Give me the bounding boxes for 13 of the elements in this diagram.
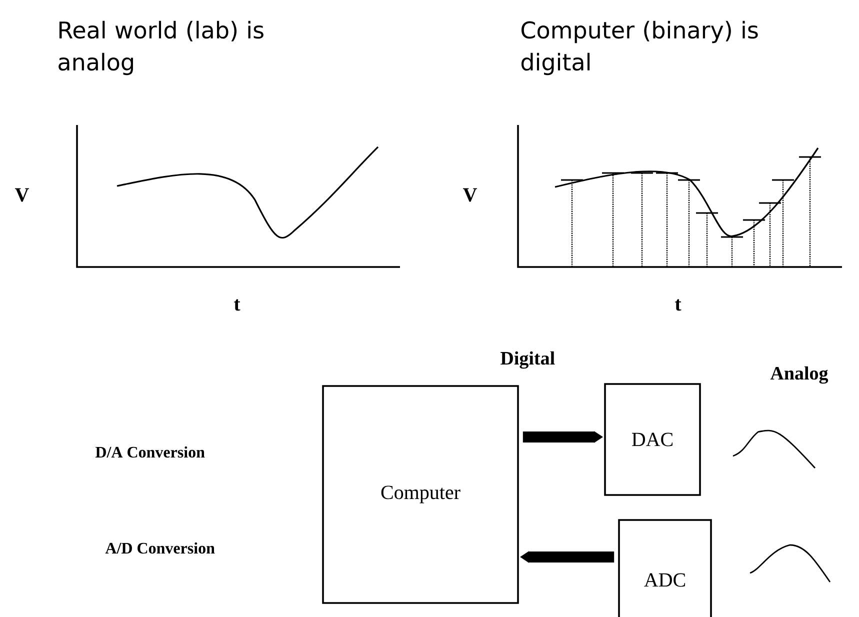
title: Real world (lab) is analog (58, 20, 264, 76)
axis-label: t (234, 299, 240, 311)
converter-box: DAC (604, 383, 701, 496)
axis-label: V (15, 188, 29, 202)
converter-box: ADC (618, 519, 712, 617)
heading: Analog (770, 366, 828, 384)
conversion-label: D/A Conversion (96, 446, 205, 458)
title: Computer (binary) is digital (521, 20, 758, 76)
computer-box: Computer (322, 385, 519, 604)
axis-label: t (675, 299, 682, 311)
conversion-label: A/D Conversion (105, 542, 215, 554)
heading: Digital (500, 351, 555, 369)
axis-label: V (463, 188, 477, 202)
